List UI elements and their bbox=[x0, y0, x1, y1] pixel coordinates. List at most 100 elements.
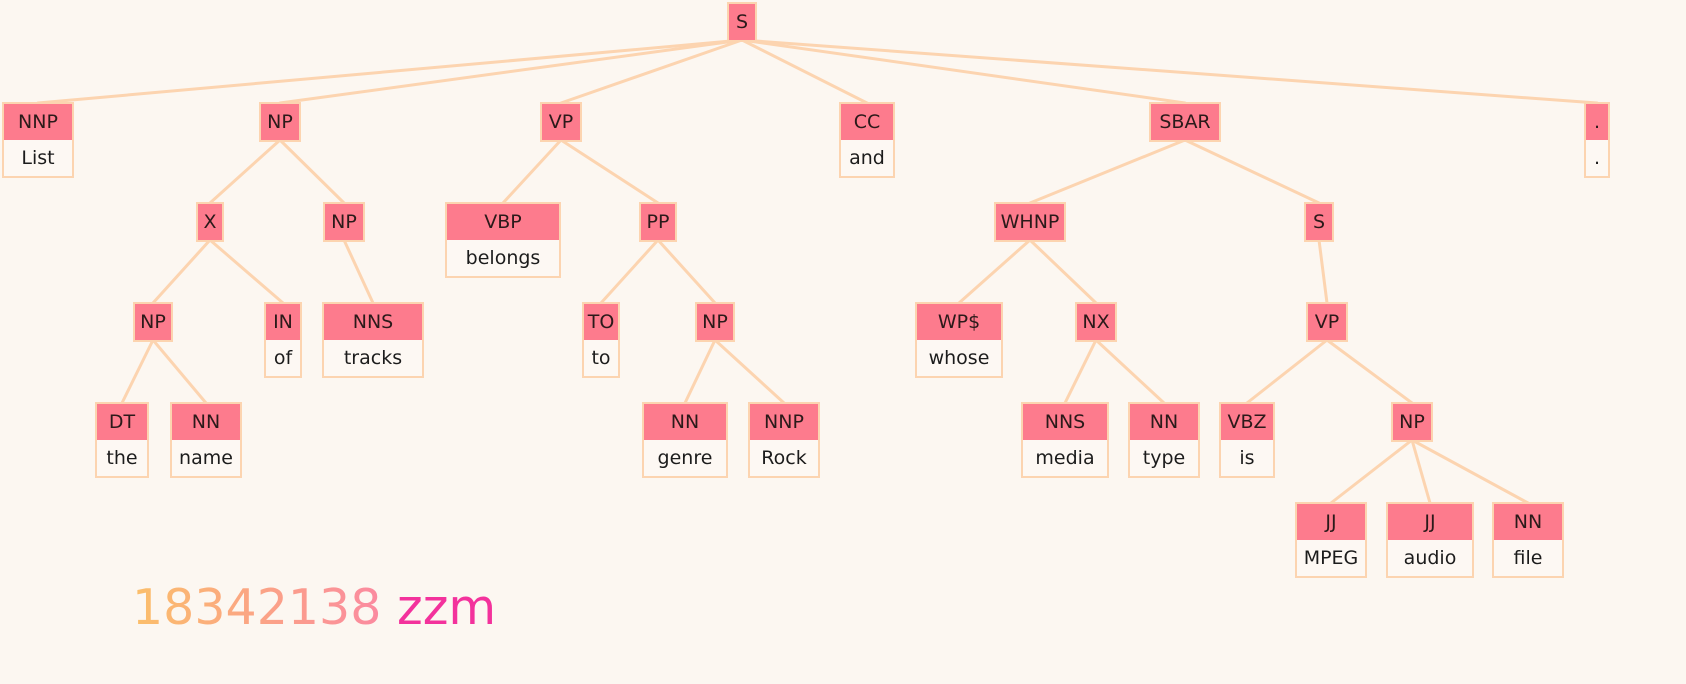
tree-node-whnp: WHNP bbox=[994, 202, 1066, 242]
tree-edge bbox=[1410, 438, 1530, 505]
node-tag: VBZ bbox=[1219, 402, 1275, 442]
node-tag: WP$ bbox=[915, 302, 1003, 342]
tree-edge bbox=[151, 338, 208, 405]
node-tag: X bbox=[196, 202, 224, 242]
node-tag: NNP bbox=[748, 402, 820, 442]
tree-node-np: NP bbox=[259, 102, 301, 142]
node-tag: NN bbox=[170, 402, 242, 442]
node-tag: JJ bbox=[1386, 502, 1474, 542]
node-word: List bbox=[2, 140, 74, 178]
tree-node-period: .. bbox=[1584, 102, 1610, 178]
signature: 18342138 zzm bbox=[132, 578, 496, 638]
signature-name: zzm bbox=[396, 579, 497, 636]
node-tag: NP bbox=[695, 302, 735, 342]
tree-node-s: S bbox=[727, 2, 757, 42]
node-tag: IN bbox=[264, 302, 302, 342]
node-tag: DT bbox=[95, 402, 149, 442]
tree-edge bbox=[151, 238, 212, 305]
node-word: MPEG bbox=[1295, 540, 1367, 578]
tree-node-wp-dollar: WP$whose bbox=[915, 302, 1003, 378]
node-tag: S bbox=[1304, 202, 1334, 242]
tree-edge bbox=[342, 238, 375, 305]
node-tag: VP bbox=[1306, 302, 1348, 342]
tree-edge bbox=[278, 138, 346, 205]
tree-node-np: NP bbox=[133, 302, 173, 342]
node-tag: NP bbox=[259, 102, 301, 142]
node-tag: VBP bbox=[445, 202, 561, 242]
node-tag: SBAR bbox=[1149, 102, 1221, 142]
node-tag: CC bbox=[839, 102, 895, 142]
node-word: tracks bbox=[322, 340, 424, 378]
tree-edge bbox=[713, 338, 786, 405]
tree-edge bbox=[1094, 338, 1166, 405]
tree-edge bbox=[599, 238, 660, 305]
node-tag: NN bbox=[1492, 502, 1564, 542]
tree-edge bbox=[740, 38, 1187, 105]
tree-node-sbar: SBAR bbox=[1149, 102, 1221, 142]
tree-node-vp: VP bbox=[1306, 302, 1348, 342]
node-tag: NP bbox=[323, 202, 365, 242]
node-tag: NN bbox=[1128, 402, 1200, 442]
node-word: the bbox=[95, 440, 149, 478]
node-tag: NNS bbox=[1021, 402, 1109, 442]
tree-node-np: NP bbox=[323, 202, 365, 242]
tree-edge bbox=[208, 238, 285, 305]
node-word: name bbox=[170, 440, 242, 478]
node-word: file bbox=[1492, 540, 1564, 578]
tree-edge bbox=[1245, 338, 1329, 405]
node-word: audio bbox=[1386, 540, 1474, 578]
tree-node-x: X bbox=[196, 202, 224, 242]
tree-node-nx: NX bbox=[1075, 302, 1117, 342]
tree-edge bbox=[1028, 238, 1098, 305]
node-word: of bbox=[264, 340, 302, 378]
tree-edge bbox=[1325, 338, 1414, 405]
tree-edge bbox=[36, 38, 744, 105]
tree-edge bbox=[1317, 238, 1329, 305]
tree-node-pp: PP bbox=[639, 202, 677, 242]
tree-edge bbox=[1410, 438, 1432, 505]
node-tag: VP bbox=[540, 102, 582, 142]
tree-node-vp: VP bbox=[540, 102, 582, 142]
tree-edge bbox=[1028, 138, 1187, 205]
node-tag: . bbox=[1584, 102, 1610, 142]
node-tag: JJ bbox=[1295, 502, 1367, 542]
tree-edge bbox=[957, 238, 1032, 305]
tree-edge bbox=[740, 38, 869, 105]
node-word: is bbox=[1219, 440, 1275, 478]
tree-edge bbox=[683, 338, 717, 405]
tree-edge bbox=[1183, 138, 1321, 205]
node-tag: NNS bbox=[322, 302, 424, 342]
node-tag: NNP bbox=[2, 102, 74, 142]
node-word: and bbox=[839, 140, 895, 178]
node-tag: NP bbox=[1391, 402, 1433, 442]
tree-edge bbox=[1329, 438, 1414, 505]
node-word: Rock bbox=[748, 440, 820, 478]
tree-edge bbox=[1063, 338, 1098, 405]
node-word: belongs bbox=[445, 240, 561, 278]
node-word: whose bbox=[915, 340, 1003, 378]
tree-node-s: S bbox=[1304, 202, 1334, 242]
node-word: . bbox=[1584, 140, 1610, 178]
node-tag: TO bbox=[582, 302, 620, 342]
node-word: type bbox=[1128, 440, 1200, 478]
tree-edge bbox=[208, 138, 282, 205]
node-tag: NN bbox=[642, 402, 728, 442]
tree-node-np: NP bbox=[1391, 402, 1433, 442]
node-word: to bbox=[582, 340, 620, 378]
